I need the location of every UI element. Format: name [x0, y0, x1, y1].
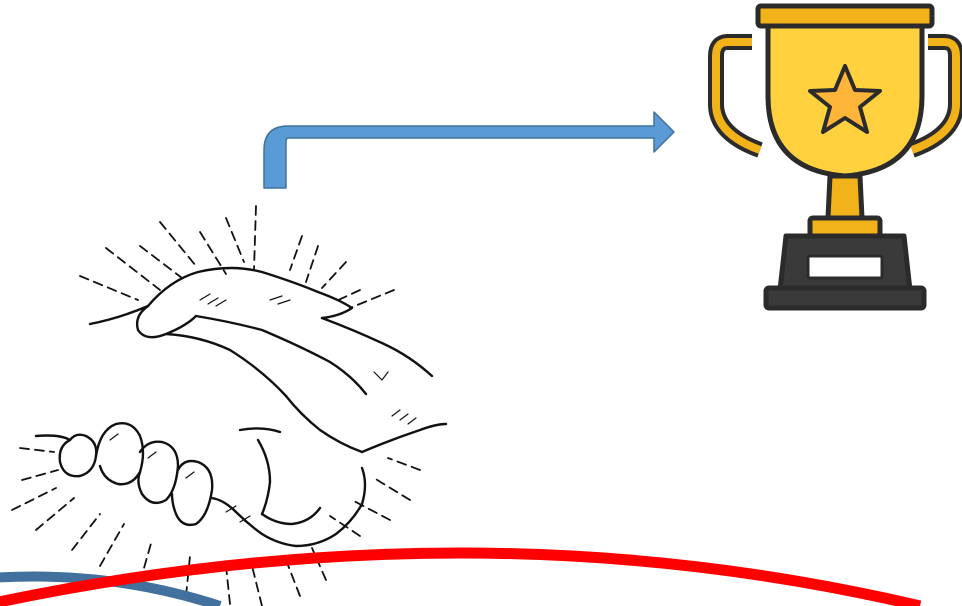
bottom-arcs — [0, 553, 920, 606]
trophy-icon — [716, 6, 956, 308]
handshake-icon — [12, 206, 446, 606]
elbow-arrow — [264, 112, 674, 188]
red-arc — [0, 553, 920, 606]
